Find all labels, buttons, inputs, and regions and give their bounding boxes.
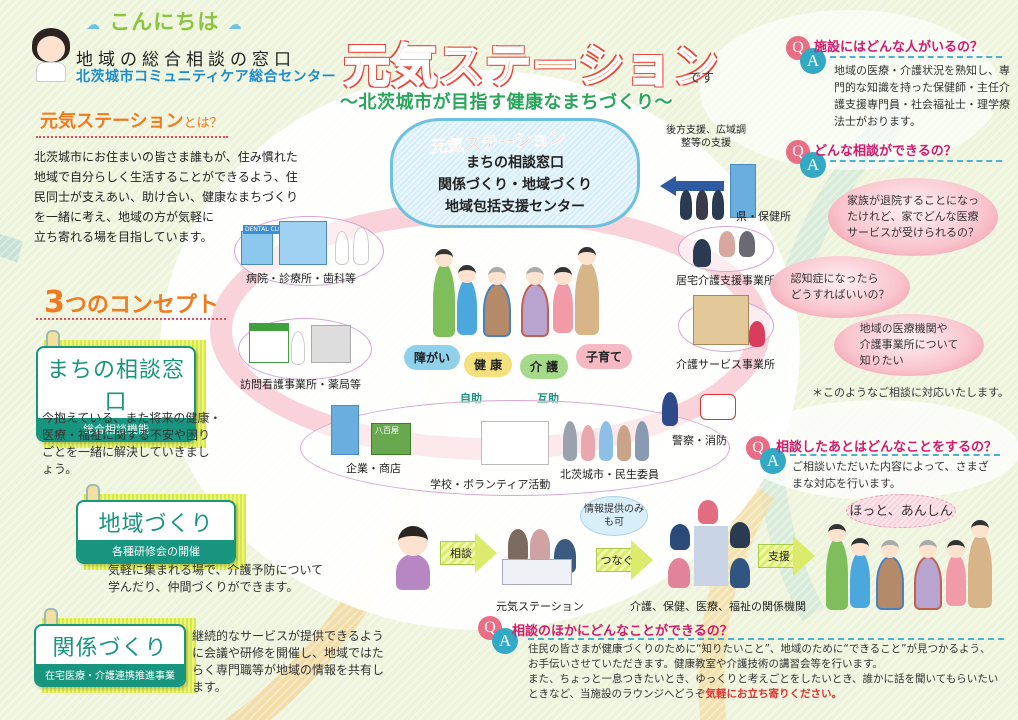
family-illustration — [425, 245, 615, 345]
example-bubble-facilities: 地域の医療機関や介護事業所について知りたい — [834, 314, 984, 376]
cloud-icon: ☁ — [227, 17, 243, 33]
agencies-meeting-illustration — [664, 496, 754, 596]
arrow-connect: つなぐ — [596, 540, 654, 580]
staff-avatar — [30, 28, 72, 82]
label-agencies: 介護、保健、医療、福祉の関係機関 — [630, 600, 806, 613]
hospital-group: DENTAL CLINIC — [234, 216, 384, 286]
shop-sign: 八百屋 — [375, 426, 399, 435]
community-group: 八百屋 — [300, 400, 730, 496]
greeting: ☁ こんにちは ☁ — [86, 10, 243, 34]
info-bubble: 情報提供のみも可 — [580, 496, 648, 536]
main-title-suffix: です — [688, 71, 715, 86]
cloud-line: まちの相談窓口 — [466, 155, 564, 171]
center-name: 北茨城市コミュニティケア総合センター — [76, 69, 337, 85]
care-plan-group — [678, 226, 774, 272]
dental-sign: DENTAL CLINIC — [243, 225, 293, 234]
example-bubble-discharge: 家族が退院することになったけれど、家でどんな医療サービスが受けられるの？ — [828, 178, 998, 256]
label-hospital: 病院・診療所・歯科等 — [246, 272, 356, 285]
divider — [36, 136, 228, 138]
care-service-group — [678, 295, 774, 352]
concept-desc-consultation: 今抱えている、また将来の健康・ 医療・福祉に関する不安や困り ごとを一緒に解決し… — [42, 411, 222, 476]
arrow-consult: 相談 — [440, 533, 498, 573]
label-police-fire: 警察・消防 — [672, 434, 727, 447]
qa-answer-after: ご相談いただいた内容によって、さまざまな対応を行います。 — [792, 460, 989, 490]
divider — [830, 160, 1002, 162]
main-title: 元気ステーション — [343, 38, 720, 94]
consult-note: ＊このようなご相談に対応いたします。 — [812, 386, 1009, 399]
concepts-heading: 3つのコンセプト — [44, 285, 219, 320]
qa-question-other: 相談のほかにどんなことができるの？ — [512, 624, 733, 639]
tag-disability: 障がい — [404, 345, 461, 370]
highlight-invite: 気軽にお立ち寄りください。 — [705, 688, 842, 700]
concept-desc-community: 気軽に集まれる場で、介護予防について 学んだり、仲間づくりができます。 — [108, 563, 324, 594]
label-visiting-nurse: 訪問看護事業所・薬局等 — [240, 378, 361, 391]
happy-family-illustration — [818, 520, 1008, 610]
station-consultation-illustration — [498, 515, 582, 595]
about-body: 北茨城市にお住まいの皆さま誰もが、住み慣れた 地域で自分らしく生活することができ… — [34, 150, 299, 244]
concept-card-consultation: まちの相談窓口 総合相談機能 — [36, 330, 206, 448]
cloud-line: 地域包括支援センター — [445, 199, 585, 215]
divider — [528, 638, 1004, 640]
tag-health: 健 康 — [464, 352, 513, 377]
police-fire-illustration — [660, 386, 740, 426]
station-cloud — [390, 118, 640, 228]
about-heading: 元気ステーションとは？ — [40, 111, 223, 132]
label-care-plan: 居宅介護支援事業所 — [676, 274, 775, 287]
qa-question-consult: どんな相談ができるの？ — [814, 144, 957, 159]
prefecture-illustration — [660, 164, 760, 220]
divider — [830, 56, 1002, 58]
divider — [36, 318, 226, 320]
cloud-icon: ☁ — [86, 17, 101, 33]
worried-person-illustration — [392, 520, 436, 592]
label-school: 学校・ボランティア活動 — [430, 478, 551, 491]
label-support: 後方支援、広域調整等の支援 — [666, 125, 746, 149]
label-station: 元気ステーション — [496, 600, 584, 613]
concept-desc-relationships: 継続的なサービスが提供できるよう に会議や研修を開催し、地域ではた らく専門職等… — [192, 629, 385, 694]
concept-card-community: 地域づくり 各種研修会の開催 — [76, 484, 246, 570]
label-city: 北茨城市・民生委員 — [560, 468, 659, 481]
visiting-nurse-group — [238, 318, 372, 380]
cloud-line: 関係づくり・地域づくり — [438, 177, 592, 193]
qa-answer-staff: 地域の医療・介護状況を熟知し、専門的な知識を持った保健師・主任介護支援専門員・社… — [834, 64, 1010, 128]
tag-childcare: 子育て — [576, 344, 633, 369]
concept-card-relationships: 関係づくり 在宅医療・介護連携推進事業 — [34, 608, 196, 693]
relief-bubble: ほっと、あんしん — [846, 494, 956, 528]
example-bubble-dementia: 認知症になったらどうすればいいの？ — [770, 256, 910, 318]
divider — [790, 454, 1000, 456]
qa-answer-other: 住民の皆さまが健康づくりのために“知りたいこと”、地域のために“できること”が見… — [528, 643, 999, 700]
label-care-service: 介護サービス事業所 — [676, 358, 775, 371]
main-subtitle: 〜北茨城市が目指す健康なまちづくり〜 — [340, 92, 673, 113]
arrow-support: 支援 — [758, 536, 816, 576]
label-business: 企業・商店 — [346, 462, 401, 475]
qa-question-staff: 施設にはどんな人がいるの？ — [814, 40, 984, 55]
label-prefecture: 県・保健所 — [736, 210, 791, 223]
tag-care: 介 護 — [520, 354, 569, 379]
tagline: 地域の総合相談の窓口 — [76, 50, 296, 70]
qa-question-after: 相談したあとはどんなことをするの？ — [776, 440, 998, 455]
